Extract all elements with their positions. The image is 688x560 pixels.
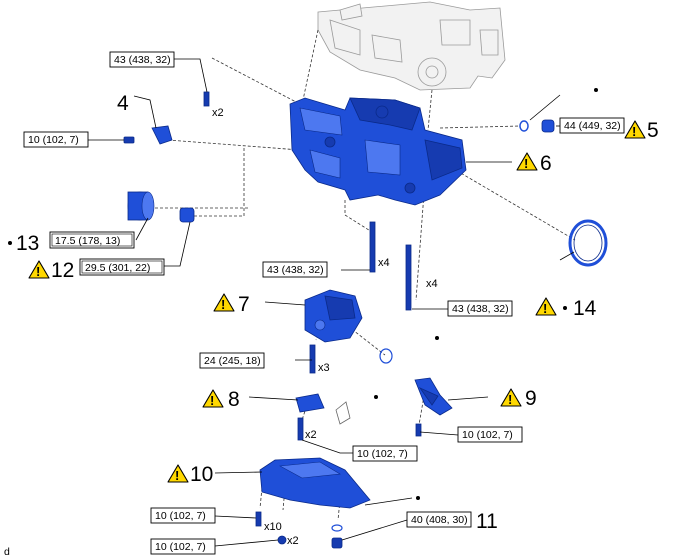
non-reusable-part-dot [416,496,420,500]
torque-spec-17-5-part13: 17.5 (178, 13) [49,231,135,249]
callout-6: 6 [540,152,552,175]
non-reusable-part-dot [374,395,378,399]
svg-text:43 (438, 32): 43 (438, 32) [452,303,509,315]
svg-text:!: ! [508,392,512,407]
warning-triangle-icon: ! [624,120,646,139]
qty-x10-pan: x10 [264,521,282,533]
non-reusable-part-dot [594,88,598,92]
callout-5: 5 [647,119,659,142]
svg-text:44 (449, 32): 44 (449, 32) [564,120,621,132]
qty-x3-part7: x3 [318,362,330,374]
non-reusable-part-dot [563,306,567,310]
corner-label: d [4,546,10,558]
svg-text:!: ! [632,124,636,139]
svg-text:10 (102, 7): 10 (102, 7) [155,541,206,553]
svg-text:43 (438, 32): 43 (438, 32) [267,264,324,276]
torque-spec-43-right: 43 (438, 32) [447,300,513,317]
torque-spec-43-mid: 43 (438, 32) [262,261,328,278]
callout-11: 11 [476,510,498,533]
callout-10: 10 [190,463,213,486]
oil-pan-lower-part-10 [259,457,371,509]
engine-block-ghost [317,1,506,91]
callout-4: 4 [117,92,129,115]
qty-x4-right: x4 [426,278,438,290]
svg-text:10 (102, 7): 10 (102, 7) [357,448,408,460]
torque-spec-29-5-part12: 29.5 (301, 22) [79,258,165,276]
warning-triangle-icon: ! [500,388,522,407]
stiffening-plate-part-9 [414,377,453,416]
drain-plug-part-11 [331,524,343,532]
oil-strainer-part-7 [304,289,363,343]
svg-text:10 (102, 7): 10 (102, 7) [462,429,513,441]
svg-text:24 (245, 18): 24 (245, 18) [204,355,261,367]
callout-12: 12 [51,259,74,282]
non-reusable-part-dot [435,336,439,340]
torque-text: 43 (438, 32) [114,54,171,66]
callout-9: 9 [525,387,537,410]
oil-seal-part-14 [568,219,608,267]
oil-filter-part-13 [127,191,155,221]
svg-text:17.5 (178, 13): 17.5 (178, 13) [55,235,120,247]
qty-x2-pan: x2 [287,535,299,547]
torque-spec-40-part11: 40 (408, 30) [406,511,472,528]
warning-triangle-icon: ! [516,152,538,171]
svg-text:40 (408, 30): 40 (408, 30) [411,514,468,526]
callout-13: 13 [16,232,39,255]
svg-text:10 (102, 7): 10 (102, 7) [155,510,206,522]
oil-filter-union-part-12 [179,207,195,223]
torque-spec-10-part8: 10 (102, 7) [352,445,418,462]
svg-text:!: ! [210,393,214,408]
warning-triangle-icon: ! [213,293,235,312]
non-reusable-part-dot [8,241,12,245]
torque-spec-10-pan-b: 10 (102, 7) [150,538,216,555]
svg-text:!: ! [175,468,179,483]
warning-triangle-icon: ! [202,389,224,408]
o-ring-small [379,348,393,364]
svg-text:!: ! [36,264,40,279]
svg-text:10 (102, 7): 10 (102, 7) [28,134,79,146]
torque-spec-10-pan-a: 10 (102, 7) [150,507,216,524]
warning-triangle-icon: ! [535,297,557,316]
drain-plug-part-5 [519,119,555,133]
qty-x4-mid: x4 [378,257,390,269]
callout-8: 8 [228,388,240,411]
qty-x2-part8: x2 [305,429,317,441]
torque-spec-43-top: 43 (438, 32) [109,51,175,68]
torque-spec-10-part4: 10 (102, 7) [23,131,89,148]
qty-x2-top: x2 [212,107,224,119]
leader-lines [88,58,575,547]
warning-triangle-icon: ! [167,464,189,483]
baffle-part-8 [295,393,351,425]
warning-triangle-icon: ! [28,260,50,279]
torque-spec-10-part9: 10 (102, 7) [457,426,523,443]
callout-7: 7 [238,293,250,316]
bolts [203,91,422,549]
torque-spec-44-part5: 44 (449, 32) [559,117,625,134]
svg-text:!: ! [543,301,547,316]
torque-spec-24-part7: 24 (245, 18) [199,352,265,369]
oil-pan-upper-part-6 [289,97,467,206]
callout-14: 14 [573,297,597,320]
svg-text:!: ! [524,156,528,171]
bracket-part-4 [123,125,173,145]
svg-text:29.5 (301, 22): 29.5 (301, 22) [85,262,150,274]
svg-text:!: ! [221,297,225,312]
